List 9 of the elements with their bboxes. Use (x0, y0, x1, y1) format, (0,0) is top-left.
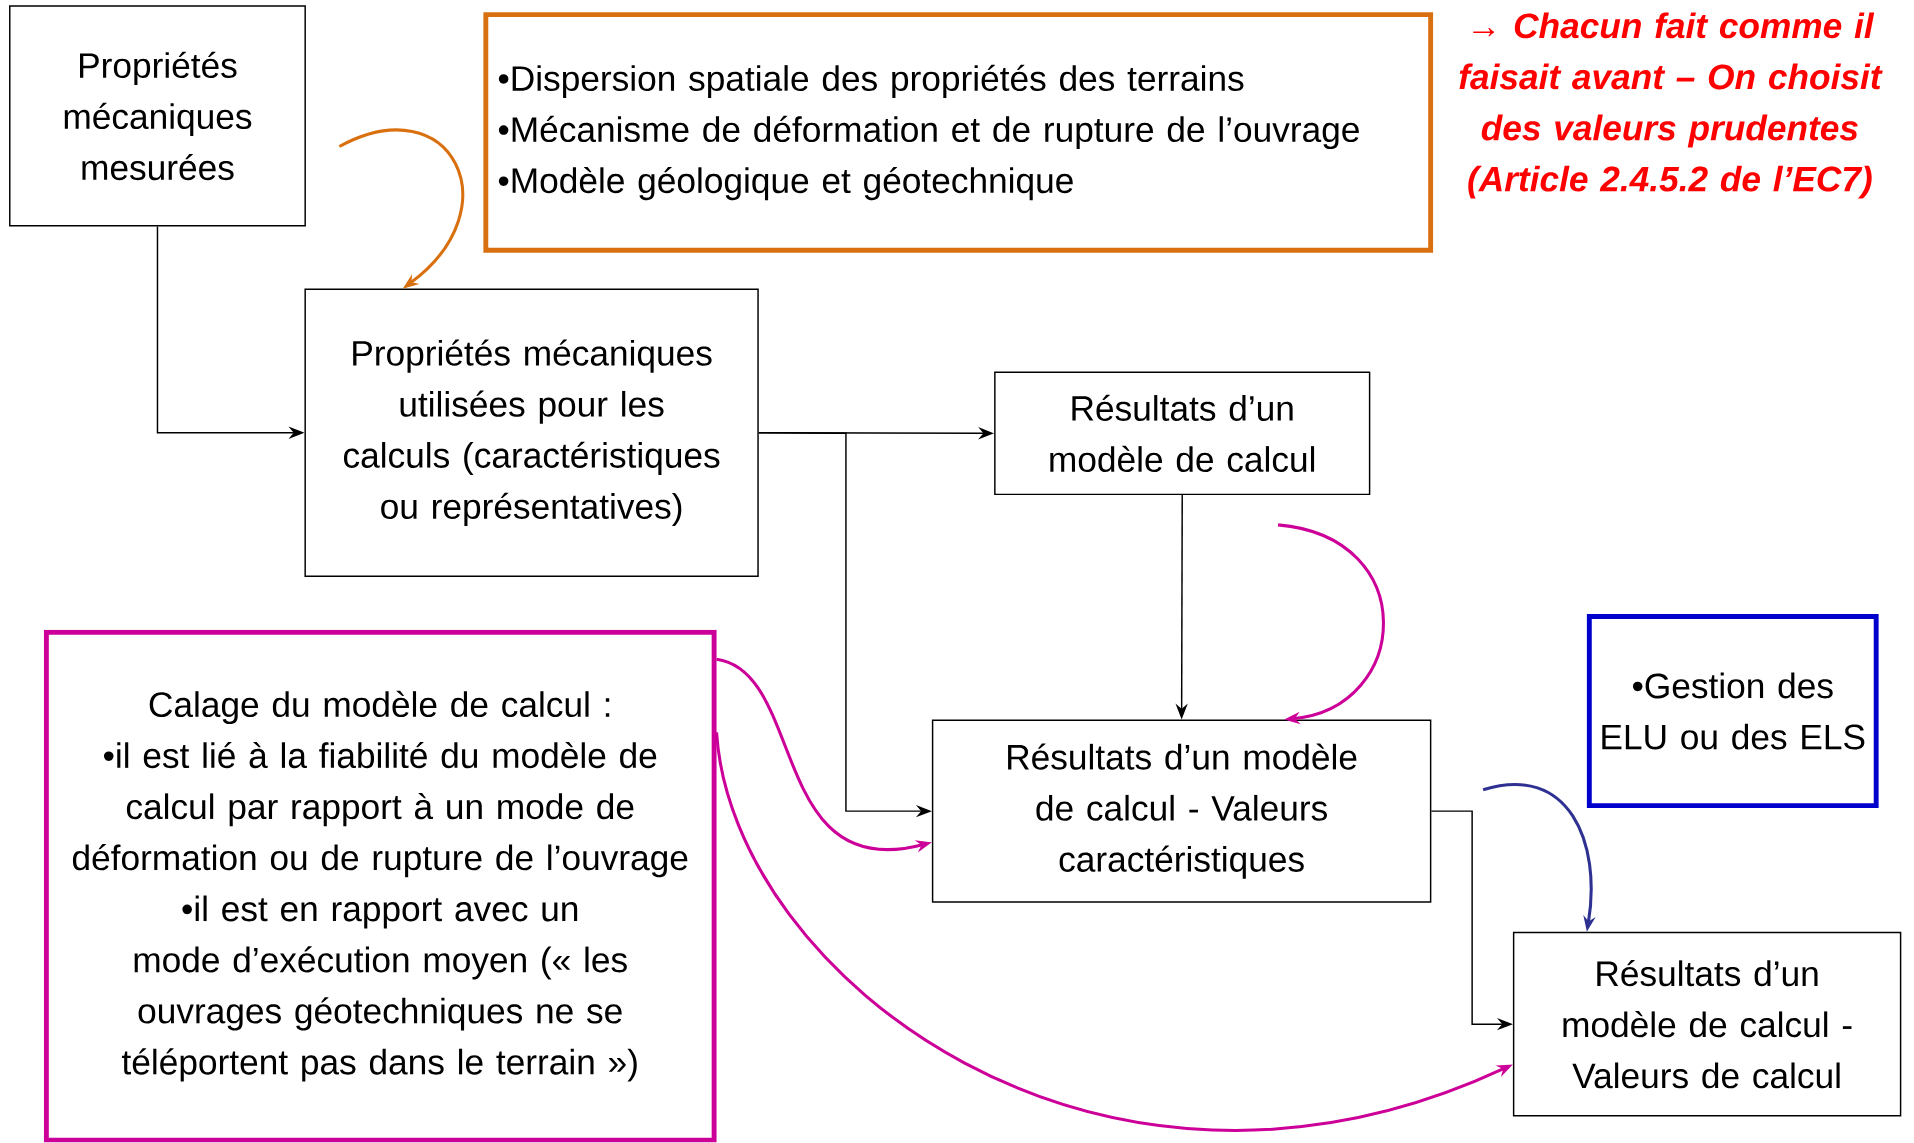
process-box: Résultats d’un modèle de calcul - Valeurs de calcul (1512, 932, 1902, 1117)
process-box: Résultats d’un modèle de calcul (994, 371, 1371, 496)
process-box: Résultats d’un modèle de calcul - Valeurs caractéristiques (931, 719, 1432, 904)
curved-arrow (1277, 523, 1385, 725)
factor-box: •Dispersion spatiale des propriétés des terrains •Mécanisme de déformation et de rupture de l’ouvrage •Modèle géologique et géotechnique (483, 12, 1434, 253)
note-box: Calage du modèle de calcul : •il est lié à la fiabilité du modèle de calcul par rapport à un mode de déformation ou de rupture de l’ouvrage •il est en rapport avec un mode d’exécution moyen (« les ouvrages géotechniques ne se téléportent pas dans le terrain ») (43, 630, 717, 1143)
note-box: •Gestion des ELU ou des ELS (1586, 614, 1879, 809)
process-box: Propriétés mécaniques utilisées pour les calculs (caractéristiques ou représentatives) (304, 288, 759, 578)
process-box: Propriétés mécaniques mesurées (9, 5, 306, 227)
